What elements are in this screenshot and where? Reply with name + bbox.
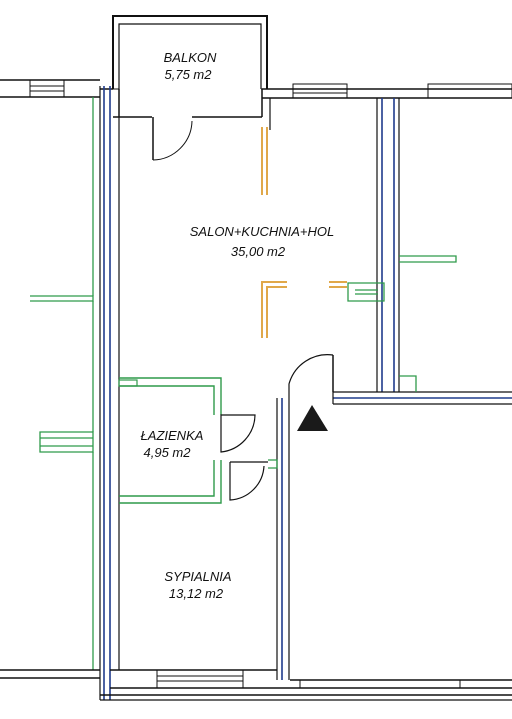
- room-area: 5,75 m2: [165, 67, 213, 82]
- window-bottom-left: [156, 669, 244, 689]
- room-name: BALKON: [164, 50, 217, 65]
- room-name: SYPIALNIA: [164, 569, 231, 584]
- top-wall: [0, 79, 512, 118]
- room-label-salon: SALON+KUCHNIA+HOL 35,00 m2: [190, 224, 335, 259]
- room-label-balkon: BALKON 5,75 m2: [164, 50, 217, 82]
- room-label-lazienka: ŁAZIENKA 4,95 m2: [141, 428, 204, 460]
- structural-walls: [99, 86, 512, 700]
- door-bathroom: [220, 414, 256, 453]
- room-name: SALON+KUCHNIA+HOL: [190, 224, 335, 239]
- window-top-left: [29, 79, 65, 98]
- room-area: 4,95 m2: [144, 445, 192, 460]
- room-name: ŁAZIENKA: [141, 428, 204, 443]
- room-area: 35,00 m2: [231, 244, 286, 259]
- room-label-sypialnia: SYPIALNIA 13,12 m2: [164, 569, 231, 601]
- door-entrance: [288, 354, 334, 398]
- kitchen-outline: [261, 127, 347, 338]
- triangle-icon: [297, 405, 328, 431]
- door-bedroom: [229, 461, 268, 501]
- window-bottom-right: [299, 679, 461, 689]
- window-top-right: [427, 83, 512, 99]
- window-top-center: [292, 83, 348, 99]
- room-area: 13,12 m2: [169, 586, 224, 601]
- bottom-wall: [0, 669, 512, 701]
- door-balcony: [152, 117, 193, 161]
- partition-walls: [30, 97, 457, 670]
